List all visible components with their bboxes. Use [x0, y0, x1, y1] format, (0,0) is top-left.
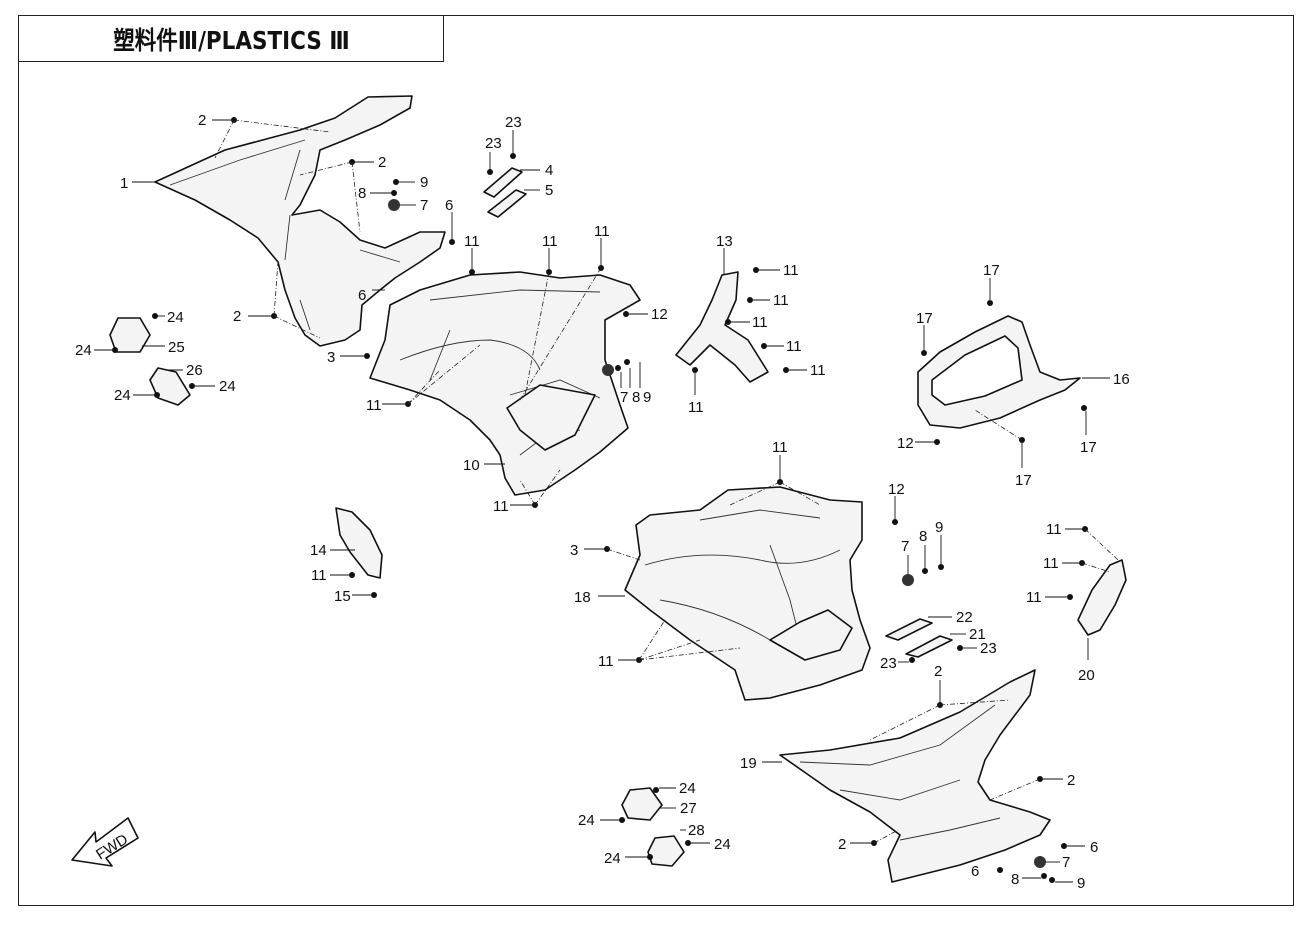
- callout-7d: 7: [1062, 854, 1070, 871]
- callout-17c: 17: [1080, 439, 1097, 456]
- callout-16: 16: [1113, 371, 1130, 388]
- callout-14: 14: [310, 542, 327, 559]
- callout-9b: 9: [643, 389, 651, 406]
- page-title: 塑料件Ⅲ/PLASTICS Ⅲ: [112, 25, 350, 55]
- callout-23b: 23: [485, 135, 502, 152]
- callout-2b: 2: [378, 154, 386, 171]
- callout-11i: 11: [786, 338, 802, 355]
- callout-10: 10: [463, 457, 480, 474]
- part-26-bracket: [149, 367, 191, 406]
- callout-24: 24: [167, 309, 184, 326]
- callout-19: 19: [740, 755, 757, 772]
- callout-22: 22: [956, 609, 973, 626]
- callout-11b: 11: [542, 233, 558, 250]
- part-14-small-panel: [335, 507, 383, 579]
- part-10-inner-panel: [369, 271, 641, 496]
- callout-11: 11: [464, 233, 480, 250]
- callout-7c: 7: [901, 538, 909, 555]
- part-25-bracket: [109, 317, 151, 353]
- callout-25: 25: [168, 339, 185, 356]
- callout-12c: 12: [888, 481, 905, 498]
- callout-8d: 8: [1011, 871, 1019, 888]
- callout-11l: 11: [311, 567, 327, 584]
- callout-2c: 2: [233, 308, 241, 325]
- part-18-lower-body: [624, 486, 871, 701]
- callout-9: 9: [420, 174, 428, 191]
- callout-6c: 6: [1090, 839, 1098, 856]
- callout-15: 15: [334, 588, 351, 605]
- callout-5: 5: [545, 182, 553, 199]
- callout-23: 23: [505, 114, 522, 131]
- callout-11p: 11: [1043, 555, 1059, 572]
- callout-2d: 2: [934, 663, 942, 680]
- callout-1: 1: [120, 175, 128, 192]
- callout-24b: 24: [75, 342, 92, 359]
- callout-9d: 9: [1077, 875, 1085, 892]
- callout-24h: 24: [604, 850, 621, 867]
- title-block: 塑料件Ⅲ/PLASTICS Ⅲ: [18, 15, 444, 62]
- callout-28: 28: [688, 822, 705, 839]
- callout-11d: 11: [366, 397, 382, 414]
- part-16-rear-cover: [917, 315, 1081, 429]
- callout-24g: 24: [714, 836, 731, 853]
- callout-24c: 24: [219, 378, 236, 395]
- callout-2: 2: [198, 112, 206, 129]
- part-20-side-piece: [1077, 559, 1127, 636]
- fwd-arrow-icon: FWD: [71, 817, 139, 867]
- part-28-bracket: [647, 835, 685, 867]
- callout-6b: 6: [358, 287, 366, 304]
- callout-26: 26: [186, 362, 203, 379]
- callout-6d: 6: [971, 863, 979, 880]
- part-13-bracket: [675, 271, 769, 383]
- callout-11g: 11: [773, 292, 789, 309]
- callout-11h: 11: [752, 314, 768, 331]
- part-4-5-strips: [483, 167, 527, 218]
- callout-23d: 23: [880, 655, 897, 672]
- callout-17b: 17: [916, 310, 933, 327]
- callout-9c: 9: [935, 519, 943, 536]
- callout-7: 7: [420, 197, 428, 214]
- callout-13: 13: [716, 233, 733, 250]
- callout-11f: 11: [783, 262, 799, 279]
- callout-21: 21: [969, 626, 986, 643]
- callout-11q: 11: [1026, 589, 1042, 606]
- part-19-lower-side-cover: [779, 669, 1051, 883]
- callout-2e: 2: [1067, 772, 1075, 789]
- callout-8: 8: [358, 185, 366, 202]
- callout-8b: 8: [632, 389, 640, 406]
- callout-24e: 24: [679, 780, 696, 797]
- callout-8c: 8: [919, 528, 927, 545]
- part-21-22-strips: [885, 618, 953, 658]
- callout-27: 27: [680, 800, 697, 817]
- callout-3b: 3: [570, 542, 578, 559]
- callout-24d: 24: [114, 387, 131, 404]
- callout-7b: 7: [620, 389, 628, 406]
- callout-11o: 11: [1046, 521, 1062, 538]
- callout-17: 17: [983, 262, 1000, 279]
- callout-3: 3: [327, 349, 335, 366]
- callout-11c: 11: [594, 223, 610, 240]
- drawing-frame: [18, 15, 1294, 906]
- part-1-side-panel: [154, 95, 446, 347]
- part-27-bracket: [621, 787, 663, 821]
- callout-11j: 11: [810, 362, 826, 379]
- callout-11n: 11: [598, 653, 614, 670]
- callout-23c: 23: [980, 640, 997, 657]
- callout-11k: 11: [688, 399, 704, 416]
- callout-4: 4: [545, 162, 553, 179]
- callout-17d: 17: [1015, 472, 1032, 489]
- callout-layer: 1 2 2 9 8 7 6 6 2 3 23 23 4: [75, 112, 1130, 892]
- callout-20: 20: [1078, 667, 1095, 684]
- callout-12b: 12: [897, 435, 914, 452]
- callout-18: 18: [574, 589, 591, 606]
- callout-2f: 2: [838, 836, 846, 853]
- callout-11e: 11: [493, 498, 509, 515]
- callout-6: 6: [445, 197, 453, 214]
- callout-11m: 11: [772, 439, 788, 456]
- callout-12: 12: [651, 306, 668, 323]
- callout-24f: 24: [578, 812, 595, 829]
